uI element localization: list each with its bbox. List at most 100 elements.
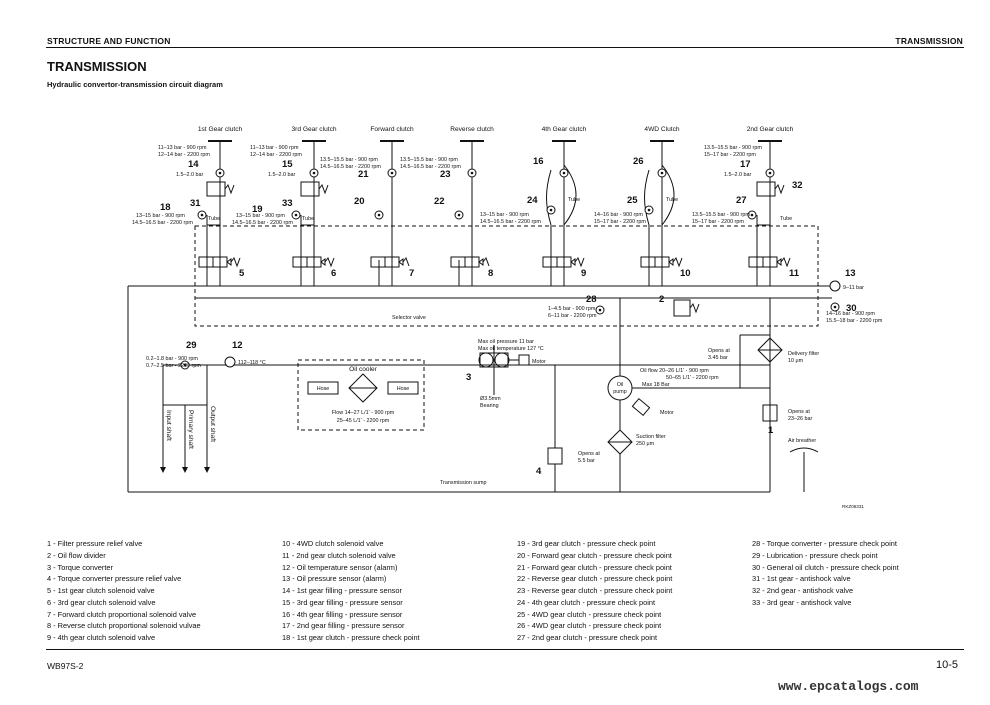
callout-22: 22 — [434, 196, 445, 207]
legend-item: 10 - 4WD clutch solenoid valve — [282, 539, 384, 548]
oil-pump-l2: pump — [613, 389, 627, 395]
motor-label-converter: Motor — [532, 359, 546, 365]
clutch-name-forward: Forward clutch — [370, 126, 414, 133]
footer-rule — [46, 649, 964, 650]
fill-pressure-fwd-l2: 14.5–16.5 bar - 2200 rpm — [320, 164, 381, 170]
page-number: 10-5 — [936, 659, 959, 671]
torque-check-l1: 1–4.5 bar - 900 rpm — [548, 306, 596, 312]
clutch-pressure-4th-l2: 14.5–16.5 bar - 2200 rpm — [480, 219, 541, 225]
fill-pressure-1st-l2: 12–14 bar - 2200 rpm — [158, 152, 210, 158]
callout-26: 26 — [633, 156, 644, 167]
opens-2326-l1: Opens at — [788, 409, 810, 415]
callout-32: 32 — [792, 180, 803, 191]
lubrication-l2: 0.7–2.5 bar - 2200 rpm — [146, 363, 201, 369]
callout-15: 15 — [282, 159, 293, 170]
page-subtitle: Hydraulic convertor-transmission circuit… — [47, 80, 223, 89]
header-chapter-label: TRANSMISSION — [895, 36, 963, 46]
opens-55-l1: Opens at — [578, 451, 600, 457]
callout-23: 23 — [440, 169, 451, 180]
tube-label-4wd: Tube — [666, 197, 678, 203]
lubrication-l1: 0.2–1.8 bar - 900 rpm — [146, 356, 198, 362]
oil-cooler-label: Oil cooler — [349, 366, 378, 373]
legend-item: 17 - 2nd gear filling - pressure sensor — [282, 621, 405, 631]
clutch-pressure-4wd-l1: 14–16 bar - 900 rpm — [594, 212, 643, 218]
clutch-pressure-1st-l1: 13–15 bar - 900 rpm — [136, 213, 185, 219]
output-shaft-label: Output shaft — [209, 406, 216, 442]
fill-pressure-fwd-l1: 13.5–15.5 bar - 900 rpm — [320, 157, 378, 163]
callout-8: 8 — [488, 268, 493, 279]
clutch-name-4th: 4th Gear clutch — [542, 126, 587, 133]
bearing-size-label: Ø3.5mm — [480, 396, 501, 402]
legend-item: 14 - 1st gear filling - pressure sensor — [282, 586, 402, 595]
callout-3: 3 — [466, 372, 471, 383]
suction-filter-l1: Suction filter — [636, 434, 666, 440]
model-code: WB97S-2 — [47, 661, 84, 671]
clutch-pressure-2nd-l2: 15–17 bar - 2200 rpm — [692, 219, 744, 225]
legend-item: 6 - 3rd gear clutch solenoid valve — [47, 597, 156, 607]
legend-item: 27 - 2nd gear clutch - pressure check po… — [517, 633, 658, 642]
callout-6: 6 — [331, 268, 336, 279]
oil-pump-l1: Oil — [617, 382, 624, 388]
tube-label-3rd: Tube — [302, 216, 314, 222]
transmission-sump-label: Transmission sump — [440, 480, 487, 486]
oil-flow-l3: Max 18 Bar — [642, 382, 670, 388]
header-section-label: STRUCTURE AND FUNCTION — [47, 36, 171, 46]
air-breather-label: Air breather — [788, 438, 816, 444]
fill-pressure-3rd-l1: 11–13 bar - 900 rpm — [250, 145, 299, 151]
legend-item: 30 - General oil clutch - pressure check… — [752, 562, 899, 572]
callout-27: 27 — [736, 195, 747, 206]
legend-item: 3 - Torque converter — [47, 562, 114, 572]
clutch-pressure-2nd-l1: 13.5–15.5 bar - 900 rpm — [692, 212, 750, 218]
callout-28: 28 — [586, 294, 597, 305]
legend-item: 15 - 3rd gear filling - pressure sensor — [282, 597, 403, 607]
legend-item: 20 - Forward gear clutch - pressure chec… — [517, 550, 672, 560]
bearing-label: Bearing — [480, 403, 499, 409]
opens-2326-l2: 23–26 bar — [788, 416, 812, 422]
callout-14: 14 — [188, 159, 199, 170]
callout-4: 4 — [536, 466, 542, 477]
legend-item: 23 - Reverse gear clutch - pressure chec… — [517, 586, 673, 595]
clutch-name-reverse: Reverse clutch — [450, 126, 494, 133]
callout-10: 10 — [680, 268, 691, 279]
legend-item: 13 - Oil pressure sensor (alarm) — [282, 574, 387, 584]
legend-item: 7 - Forward clutch proportional solenoid… — [47, 609, 197, 619]
oil-flow-l1: Oil flow 20–26 L/1' - 900 rpm — [640, 368, 709, 374]
torque-check-l2: 6–11 bar - 2200 rpm — [548, 313, 597, 319]
temp-sensor-label: 112–118 °C — [238, 360, 266, 366]
callout-24: 24 — [527, 195, 538, 206]
clutch-pressure-4wd-l2: 15–17 bar - 2200 rpm — [594, 219, 646, 225]
general-pressure-l1: 14–16 bar - 900 rpm — [826, 311, 875, 317]
legend-item: 9 - 4th gear clutch solenoid valve — [47, 633, 156, 642]
fill-low-3rd: 1.5–2.0 bar — [268, 172, 295, 178]
clutch-name-3rd: 3rd Gear clutch — [291, 126, 336, 133]
legend-item: 28 - Torque converter - pressure check p… — [752, 539, 897, 548]
callout-31: 31 — [190, 198, 201, 209]
legend-item: 29 - Lubrication - pressure check point — [752, 550, 878, 560]
hose-label-left: Hose — [317, 386, 330, 392]
callout-11: 11 — [789, 268, 800, 279]
legend-item: 2 - Oil flow divider — [47, 550, 106, 560]
fill-pressure-1st-l1: 11–13 bar - 900 rpm — [158, 145, 207, 151]
legend-item: 32 - 2nd gear - antishock valve — [752, 586, 854, 595]
legend-item: 33 - 3rd gear - antishock valve — [752, 597, 852, 607]
clutch-name-4wd: 4WD Clutch — [644, 126, 680, 133]
tube-label-4th: Tube — [568, 197, 580, 203]
legend-item: 12 - Oil temperature sensor (alarm) — [282, 562, 398, 572]
cooler-flow-l2: 25–45 L/1' - 2200 rpm — [337, 418, 390, 424]
legend-item: 25 - 4WD gear clutch - pressure check po… — [517, 609, 662, 619]
opens-345-l1: Opens at — [708, 348, 730, 354]
callout-29: 29 — [186, 340, 197, 351]
suction-filter-l2: 250 μm — [636, 441, 655, 447]
callout-17: 17 — [740, 159, 751, 170]
legend-item: 18 - 1st gear clutch - pressure check po… — [282, 633, 420, 642]
motor-label-pump: Motor — [660, 410, 674, 416]
fill-pressure-rev-l1: 13.5–15.5 bar - 900 rpm — [400, 157, 458, 163]
legend-column-3: 19 - 3rd gear clutch - pressure check po… — [517, 538, 672, 644]
callout-13: 13 — [845, 268, 856, 279]
callout-7: 7 — [409, 268, 414, 279]
tube-label-1st: Tube — [208, 216, 220, 222]
callout-9: 9 — [581, 268, 586, 279]
oil-flow-l2: 50–65 L/1' - 2200 rpm — [666, 375, 719, 381]
